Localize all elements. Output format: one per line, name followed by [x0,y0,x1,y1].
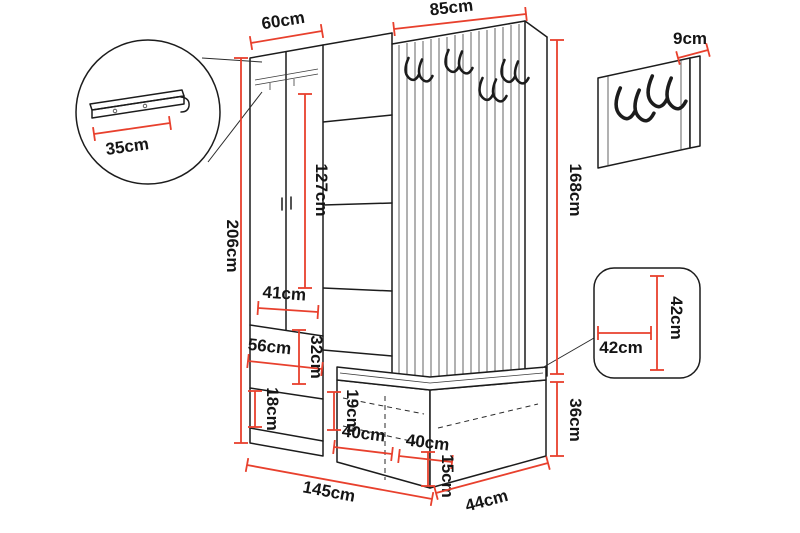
dim-inner-width-label: 41cm [262,283,307,305]
wall-panel [597,55,701,169]
dim-wardrobe-width: 60cm [248,8,325,51]
dim-drawer-height-label: 18cm [263,387,282,430]
dim-panel-height: 168cm [550,39,585,375]
dim-shoe-cabinet-width: 56cm [246,335,324,377]
dim-total-width-label: 145cm [301,477,357,505]
dim-total-height-label: 206cm [223,220,242,273]
coat-rack-panel [391,20,548,380]
dim-bench-depth-label: 44cm [463,486,510,516]
dim-bench-height-label: 36cm [566,398,585,441]
rail-detail-drawing [89,89,190,119]
dim-bench-opening-height-label: 19cm [343,389,362,432]
dim-drawer-height: 18cm [248,387,282,431]
dim-seat-depth: 42cm [650,275,686,371]
dim-hanging-height-label: 127cm [312,164,331,217]
coat-hook-icon [404,56,434,83]
rail-detail-callout [75,39,263,185]
dim-hanging-height: 127cm [298,93,331,289]
dim-wardrobe-width-label: 60cm [260,8,306,34]
dim-wall-panel-depth-label: 9cm [673,29,707,48]
dim-shelf-height-label: 32cm [307,335,326,378]
open-shelf-column [322,32,393,381]
dim-bench-opening-height: 19cm [327,389,362,433]
dim-seat-depth-label: 42cm [667,296,686,339]
dimensions: 60cm 85cm 9cm 35cm 206cm 127cm 41cm [92,0,711,516]
seat-cushion [336,366,547,391]
dim-bench-height: 36cm [550,381,585,457]
dim-panel-width: 85cm [392,0,528,37]
coat-hook-icon [478,76,508,103]
dim-panel-height-label: 168cm [566,164,585,217]
dim-shoe-cabinet-width-label: 56cm [247,335,292,358]
coat-hook-icon [444,48,474,75]
dim-total-height: 206cm [223,57,248,444]
wardrobe [249,44,324,457]
dim-panel-width-label: 85cm [429,0,474,19]
dim-shelf-height: 32cm [292,329,326,385]
hanging-rail [254,68,319,90]
dim-seat-width-label: 42cm [599,338,642,357]
dim-seat-width: 42cm [597,326,652,357]
dim-inner-width: 41cm [256,283,320,320]
dim-wall-panel-depth: 9cm [673,29,711,65]
